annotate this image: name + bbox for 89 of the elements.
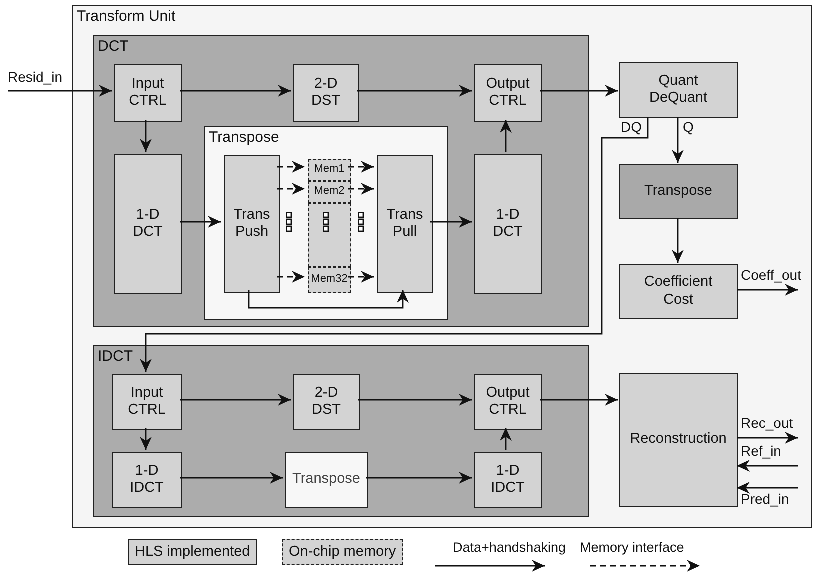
- process-box: [474, 374, 542, 430]
- block-label: Transpose: [292, 471, 362, 489]
- arrow: [180, 394, 291, 406]
- group-title: Transpose: [209, 129, 280, 146]
- block-label: 2-D DST: [311, 384, 342, 420]
- arrow: [430, 216, 472, 228]
- arrow: [500, 120, 512, 152]
- block-label: 1-D DCT: [492, 206, 524, 242]
- arrow: [540, 85, 618, 97]
- block-label: Trans Push: [232, 206, 272, 242]
- arrow: [366, 472, 472, 484]
- process-box: [619, 62, 738, 118]
- process-box: [474, 452, 542, 508]
- memory-block: [308, 181, 351, 203]
- block-label: Coefficient Cost: [643, 274, 714, 309]
- arrow: [737, 460, 798, 472]
- memory-arrow: [277, 161, 305, 173]
- block-label: Input CTRL: [128, 76, 168, 110]
- edge-label: Pred_in: [741, 491, 790, 507]
- arrow: [248, 290, 409, 309]
- process-box: [377, 155, 433, 293]
- process-box: [474, 154, 542, 294]
- arrow: [140, 117, 649, 372]
- process-box: [474, 64, 542, 122]
- block-label: 1-D DCT: [132, 206, 164, 242]
- block-label: Input CTRL: [127, 384, 167, 420]
- arrow: [357, 85, 472, 97]
- arrow: [737, 284, 798, 296]
- process-box: [293, 64, 359, 122]
- process-box: [112, 452, 182, 508]
- edge-label: Rec_out: [741, 415, 794, 431]
- group-title: DCT: [98, 38, 129, 55]
- arrow: [672, 117, 684, 163]
- block-label: Mem1: [313, 163, 346, 177]
- legend-label: Memory interface: [580, 540, 684, 555]
- block-label: Output CTRL: [485, 76, 531, 110]
- block-label: 1-D IDCT: [129, 462, 165, 498]
- group-title: IDCT: [98, 348, 133, 365]
- process-box: [114, 64, 182, 122]
- block-label: Output CTRL: [485, 384, 531, 420]
- memory-block: [308, 159, 351, 181]
- arrow: [140, 120, 152, 152]
- memory-arrow: [348, 271, 374, 283]
- arrow: [180, 216, 221, 228]
- process-box: [293, 374, 360, 430]
- block-label: Reconstruction: [629, 431, 728, 449]
- arrow: [737, 482, 798, 494]
- memory-arrow: [348, 161, 374, 173]
- arrow: [180, 472, 283, 484]
- process-box: [112, 374, 182, 430]
- process-box: [619, 264, 738, 319]
- arrow: [672, 218, 684, 263]
- block-label: Quant DeQuant: [648, 72, 709, 108]
- memory-arrow: [277, 271, 305, 283]
- memory-arrow: [277, 183, 305, 195]
- arrow: [140, 428, 152, 450]
- arrow: [540, 394, 618, 406]
- arrow: [8, 85, 112, 97]
- process-box: [224, 155, 280, 293]
- process-box: [114, 154, 182, 294]
- block-label: 2-D DST: [310, 76, 342, 110]
- legend-label: On-chip memory: [289, 544, 396, 560]
- block-label: Trans Pull: [386, 206, 424, 242]
- block-label: Transpose: [644, 182, 714, 200]
- arrow: [358, 394, 472, 406]
- unit-frame: [72, 5, 812, 528]
- block-label: Mem2: [313, 185, 346, 199]
- block-label: Mem32: [310, 273, 349, 287]
- group-title: Transform Unit: [77, 8, 176, 25]
- memory-block: [308, 267, 351, 293]
- edge-label: Ref_in: [741, 443, 782, 459]
- arrow: [737, 432, 798, 444]
- legend-label: HLS implemented: [135, 544, 250, 560]
- edge-label: Coeff_out: [741, 267, 802, 283]
- transpose-box: [619, 164, 738, 219]
- arrow: [500, 428, 512, 450]
- memory-block: [308, 203, 351, 267]
- transpose-box: [285, 452, 368, 508]
- block-label: 1-D IDCT: [490, 462, 526, 498]
- edge-label: DQ: [621, 119, 642, 135]
- memory-arrow: [348, 183, 374, 195]
- legend-label: Data+handshaking: [453, 540, 566, 555]
- edge-label: Q: [683, 119, 694, 135]
- module-group: [93, 345, 589, 517]
- edge-label: Resid_in: [8, 69, 62, 85]
- process-box: [619, 373, 738, 507]
- module-group: [93, 35, 589, 327]
- transpose-box: [204, 126, 448, 320]
- arrow: [180, 85, 291, 97]
